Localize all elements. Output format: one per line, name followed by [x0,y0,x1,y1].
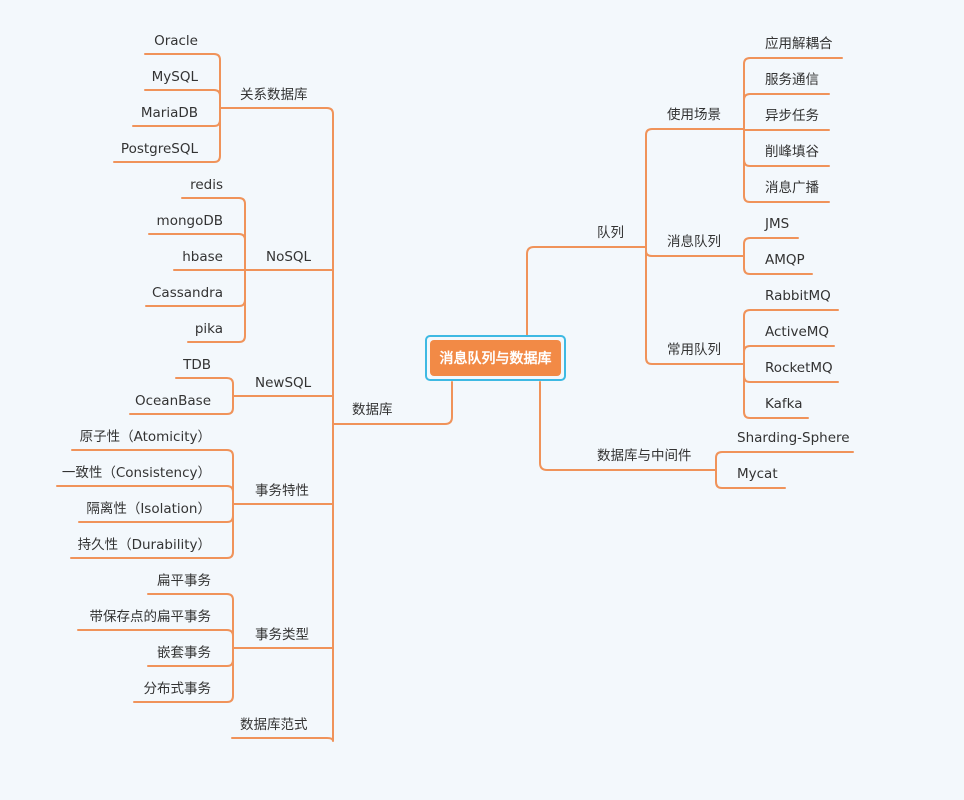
leaf-pika[interactable]: pika [194,321,223,337]
leaf-kafka[interactable]: Kafka [765,396,803,412]
topic-queue[interactable]: 队列 [597,225,624,241]
leaf-atomicity[interactable]: 原子性（Atomicity） [79,429,211,445]
leaf-mariadb[interactable]: MariaDB [140,105,198,121]
leaf-cassandra[interactable]: Cassandra [152,285,223,301]
topic-use-cases[interactable]: 使用场景 [667,107,721,123]
topic-db-middleware[interactable]: 数据库与中间件 [597,448,692,464]
leaf-service-communication[interactable]: 服务通信 [765,72,819,88]
leaf-nested-transaction[interactable]: 嵌套事务 [157,645,211,661]
leaf-peak-shaving[interactable]: 削峰填谷 [765,144,819,160]
topic-newsql[interactable]: NewSQL [255,375,312,391]
topic-message-queue[interactable]: 消息队列 [667,234,721,250]
topic-relational-db[interactable]: 关系数据库 [240,87,308,103]
topic-transaction-properties[interactable]: 事务特性 [255,483,309,499]
leaf-jms[interactable]: JMS [765,216,790,232]
leaf-sharding-sphere[interactable]: Sharding-Sphere [737,430,850,446]
leaf-distributed-transaction[interactable]: 分布式事务 [143,681,212,697]
leaf-consistency[interactable]: 一致性（Consistency） [61,465,211,481]
leaf-decoupling[interactable]: 应用解耦合 [765,36,833,52]
leaf-flat-transaction[interactable]: 扁平事务 [157,573,211,589]
leaf-tdb[interactable]: TDB [183,357,211,373]
leaf-mycat[interactable]: Mycat [737,466,778,482]
leaf-activemq[interactable]: ActiveMQ [765,324,830,340]
leaf-postgresql[interactable]: PostgreSQL [120,141,198,157]
leaf-broadcast[interactable]: 消息广播 [765,180,819,196]
leaf-rabbitmq[interactable]: RabbitMQ [765,288,831,304]
leaf-redis[interactable]: redis [190,177,223,193]
leaf-rocketmq[interactable]: RocketMQ [765,360,833,376]
leaf-oceanbase[interactable]: OceanBase [134,393,211,409]
leaf-oracle[interactable]: Oracle [154,33,198,49]
leaf-hbase[interactable]: hbase [182,249,223,265]
topic-nosql[interactable]: NoSQL [266,249,312,265]
leaf-durability[interactable]: 持久性（Durability） [77,537,211,553]
leaf-async-tasks[interactable]: 异步任务 [765,108,819,124]
leaf-mongodb[interactable]: mongoDB [156,213,223,229]
leaf-amqp[interactable]: AMQP [765,252,805,268]
root-node[interactable]: 消息队列与数据库 [425,335,566,381]
topic-common-queues[interactable]: 常用队列 [667,342,721,358]
leaf-mysql[interactable]: MySQL [151,69,198,85]
topic-transaction-types[interactable]: 事务类型 [255,627,309,643]
leaf-savepoint-transaction[interactable]: 带保存点的扁平事务 [89,609,212,625]
topic-normal-forms[interactable]: 数据库范式 [240,717,308,733]
root-label: 消息队列与数据库 [430,340,561,376]
topic-database[interactable]: 数据库 [352,402,393,418]
leaf-isolation[interactable]: 隔离性（Isolation） [86,501,211,517]
